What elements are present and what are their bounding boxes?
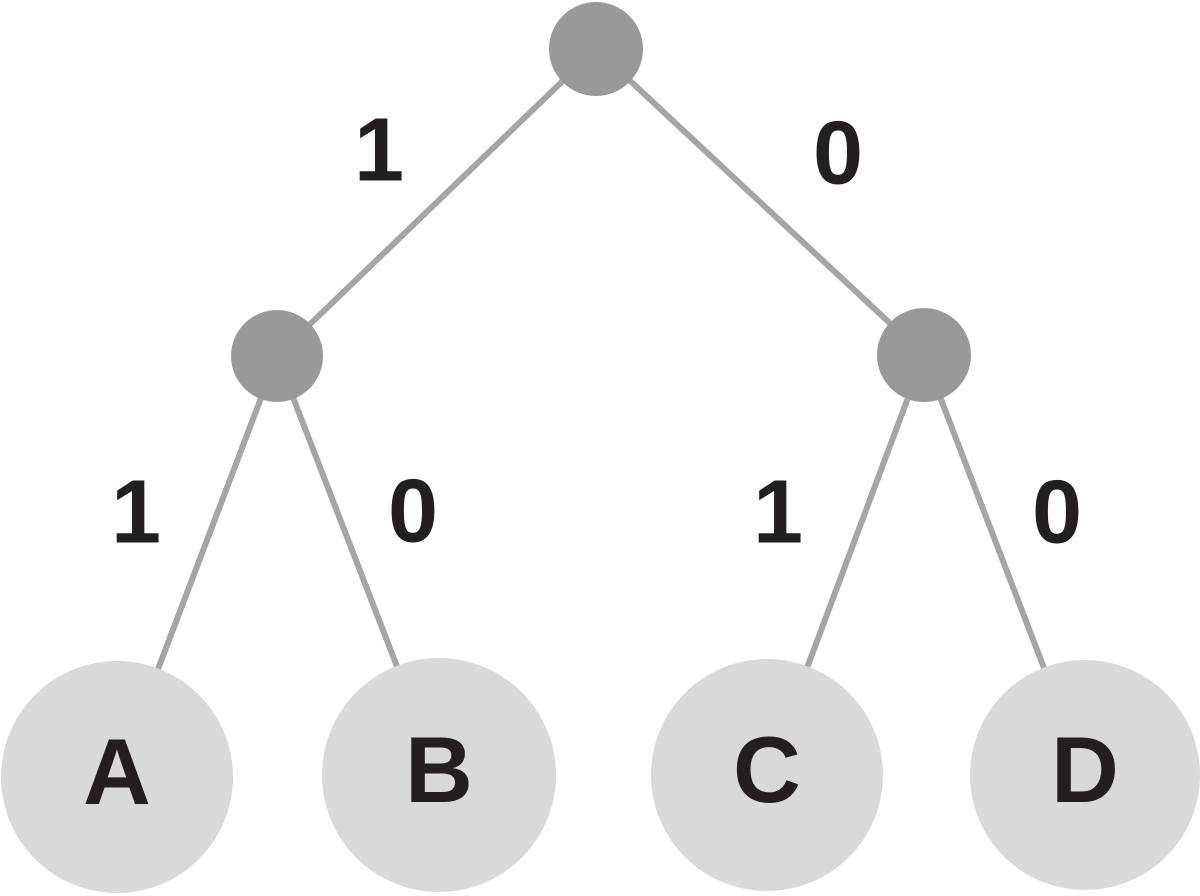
internal-node-left bbox=[231, 310, 323, 402]
edge-label-left-B: 0 bbox=[388, 462, 438, 562]
leaf-node-d bbox=[970, 660, 1200, 890]
tree-edge-root-right bbox=[593, 46, 927, 358]
edge-label-right-D: 0 bbox=[1032, 463, 1082, 563]
leaf-node-a bbox=[1, 661, 233, 893]
edge-label-left-A: 1 bbox=[111, 463, 161, 563]
leaf-node-b bbox=[322, 658, 556, 892]
edge-label-root-left: 1 bbox=[354, 101, 404, 201]
leaf-label-d: D bbox=[1051, 717, 1119, 822]
internal-node-root bbox=[549, 2, 643, 96]
tree-edge-root-left bbox=[274, 46, 599, 359]
leaf-label-c: C bbox=[733, 717, 801, 822]
edge-label-root-right: 0 bbox=[813, 104, 863, 204]
edge-label-right-C: 1 bbox=[753, 463, 803, 563]
leaf-label-b: B bbox=[405, 717, 473, 822]
internal-node-right bbox=[877, 308, 971, 402]
leaf-label-a: A bbox=[83, 719, 151, 824]
leaf-node-c bbox=[651, 659, 883, 891]
